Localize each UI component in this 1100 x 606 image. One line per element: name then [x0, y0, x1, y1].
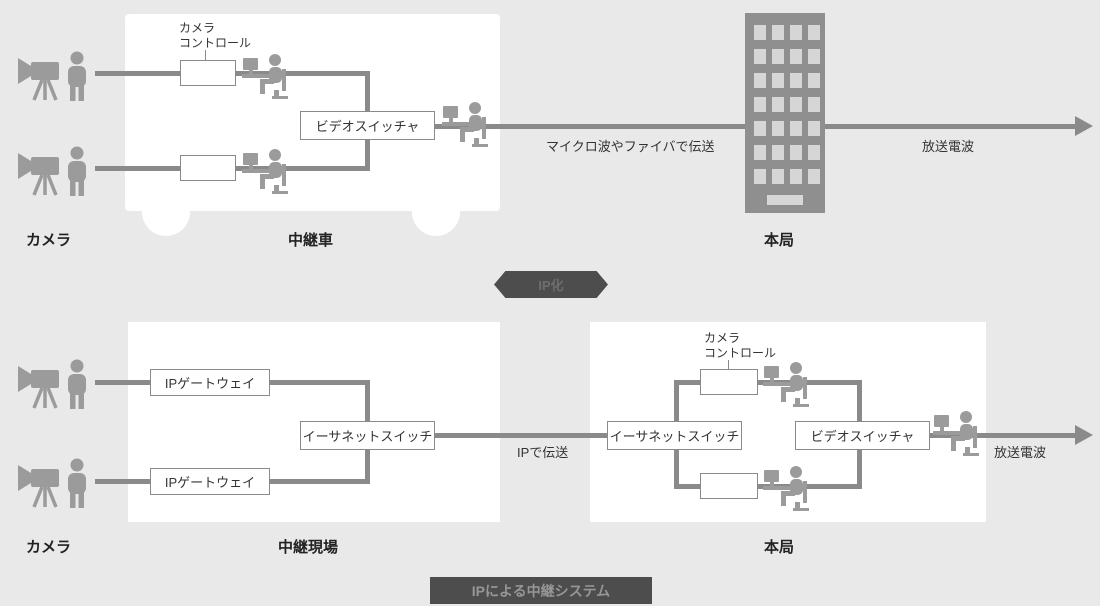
desk-operator-icon — [763, 462, 811, 512]
caption-main-station: 本局 — [764, 232, 795, 249]
building-icon — [745, 13, 825, 213]
desk-operator-icon — [763, 358, 811, 408]
connector-line — [674, 445, 679, 489]
connector-line — [857, 445, 862, 489]
desk-operator-icon — [933, 407, 981, 457]
connector-line — [268, 380, 368, 385]
camera-control-label: カメラ コントロール — [179, 21, 251, 51]
ip-transmission-label: IPで伝送 — [517, 445, 569, 460]
connector-line — [268, 479, 368, 484]
footer-title-bar: IPによる中継システム — [430, 577, 652, 604]
transmission-line-to-station — [433, 124, 747, 129]
connector-line — [365, 380, 370, 425]
ip-conversion-divider: IP化 — [494, 271, 608, 298]
broadcast-arrowhead — [1075, 116, 1093, 136]
caption-relay-site: 中継現場 — [278, 539, 339, 556]
desk-operator-icon — [242, 145, 290, 195]
caption-main-station: 本局 — [764, 539, 795, 556]
ip-gateway-label: IPゲートウェイ — [164, 376, 256, 391]
ethernet-switch-label: イーサネットスイッチ — [302, 429, 433, 444]
caption-relay-van: 中継車 — [288, 232, 334, 249]
ip-gateway-label: IPゲートウェイ — [164, 475, 256, 490]
connector-line — [95, 479, 155, 484]
ip-transmission-line — [433, 433, 609, 438]
footer-title-label: IPによる中継システム — [471, 582, 611, 599]
camera-control-unit-box — [700, 473, 758, 499]
camera-operator-icon — [15, 145, 95, 197]
ethernet-switch-box-left: イーサネットスイッチ — [300, 421, 435, 450]
caption-camera: カメラ — [26, 232, 72, 249]
ip-gateway-box-top: IPゲートウェイ — [150, 369, 270, 396]
ethernet-switch-label: イーサネットスイッチ — [609, 429, 740, 444]
broadcast-line — [928, 433, 1075, 438]
desk-operator-icon — [242, 50, 290, 100]
camera-control-unit-box — [700, 369, 758, 395]
connector-line — [857, 380, 862, 425]
ip-gateway-box-bottom: IPゲートウェイ — [150, 468, 270, 495]
connector-line — [365, 445, 370, 484]
camera-operator-icon — [15, 358, 95, 410]
broadcast-line — [823, 124, 1075, 129]
label-leader-line — [205, 50, 206, 60]
broadcast-wave-label: 放送電波 — [922, 139, 975, 154]
label-leader-line — [728, 360, 729, 369]
connector-line — [365, 135, 370, 171]
video-switcher-label: ビデオスイッチャ — [810, 429, 915, 444]
camera-operator-icon — [15, 457, 95, 509]
divider-label: IP化 — [538, 278, 564, 293]
camera-control-label: カメラ コントロール — [704, 331, 776, 361]
camera-control-unit-box — [180, 60, 236, 86]
caption-camera: カメラ — [26, 539, 72, 556]
camera-control-label-line1: カメラ — [179, 21, 216, 35]
broadcast-wave-label: 放送電波 — [994, 445, 1047, 460]
camera-control-unit-box — [180, 155, 236, 181]
camera-control-label-line2: コントロール — [704, 346, 777, 360]
camera-operator-icon — [15, 50, 95, 102]
camera-control-label-line1: カメラ — [704, 331, 741, 345]
ethernet-switch-box-right: イーサネットスイッチ — [607, 421, 742, 450]
camera-control-label-line2: コントロール — [179, 36, 252, 50]
video-switcher-box: ビデオスイッチャ — [300, 111, 435, 140]
broadcast-arrowhead — [1075, 425, 1093, 445]
connector-line — [95, 380, 155, 385]
van-wheel-rear — [412, 188, 460, 236]
connector-line — [365, 71, 370, 116]
van-wheel-front — [142, 188, 190, 236]
video-switcher-label: ビデオスイッチャ — [315, 119, 420, 134]
video-switcher-box: ビデオスイッチャ — [795, 421, 930, 450]
transmission-label: マイクロ波やファイバで伝送 — [546, 139, 715, 154]
desk-operator-icon — [442, 98, 490, 148]
connector-line — [674, 380, 679, 425]
